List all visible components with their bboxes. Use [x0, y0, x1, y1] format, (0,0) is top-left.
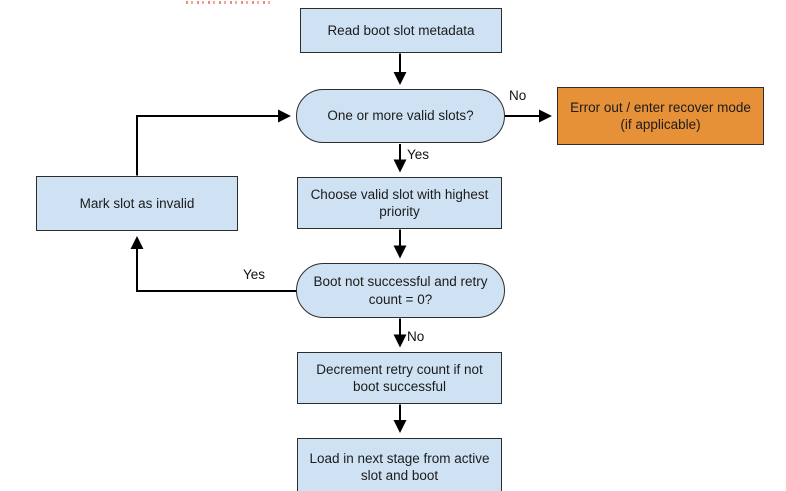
edge-label-no-to-error: No [509, 88, 527, 103]
node-one-or-more-valid-slots: One or more valid slots? [296, 89, 505, 143]
node-boot-not-successful-retry: Boot not successful and retry count = 0? [296, 263, 505, 318]
node-load-next-stage: Load in next stage from active slot and … [297, 438, 502, 491]
node-choose-valid-slot: Choose valid slot with highest priority [297, 177, 502, 229]
edge-label-yes-to-mark-invalid: Yes [243, 267, 266, 282]
connector-bootretry-yes-to-markinvalid [130, 236, 297, 292]
node-read-boot-slot-metadata: Read boot slot metadata [300, 8, 502, 53]
node-decrement-retry-count: Decrement retry count if not boot succes… [297, 352, 502, 404]
red-dotted-artifact [186, 1, 270, 4]
edge-label-yes-to-choose: Yes [407, 147, 430, 162]
edge-label-no-to-decrement: No [407, 329, 425, 344]
connector-markinvalid-to-validslots [136, 109, 291, 176]
node-error-out-recover-mode: Error out / enter recover mode (if appli… [557, 87, 764, 145]
node-mark-slot-invalid: Mark slot as invalid [36, 176, 238, 231]
